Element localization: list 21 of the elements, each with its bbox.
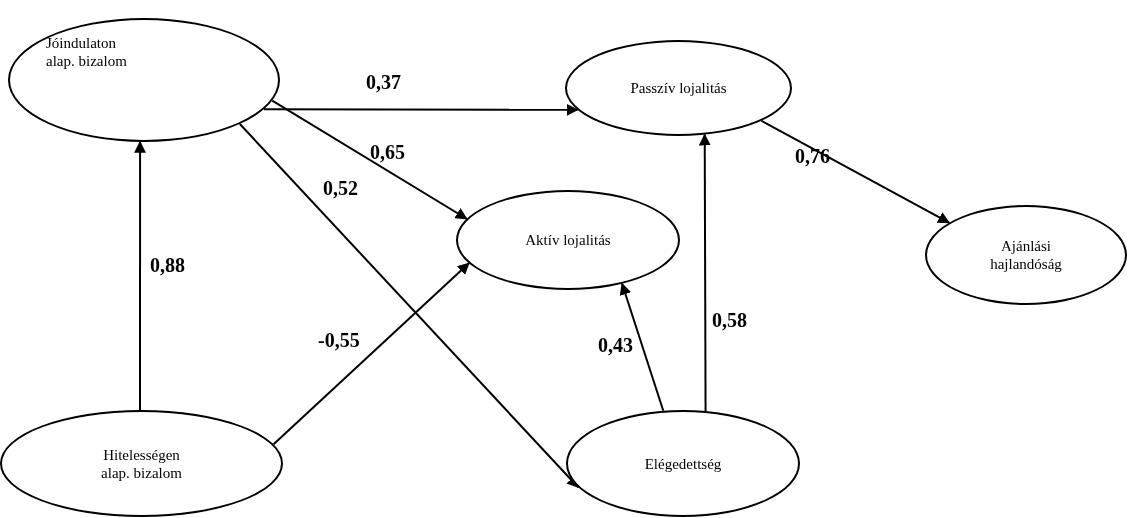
- arrow: [263, 103, 579, 116]
- node-label: Aktív lojalitás: [525, 231, 611, 249]
- edge-label: 0,43: [598, 335, 633, 355]
- arrow: [134, 140, 147, 411]
- edge-label: 0,65: [370, 142, 405, 162]
- node-label: Passzív lojalitás: [630, 79, 727, 97]
- edge-label: 0,52: [323, 178, 358, 198]
- arrow: [272, 262, 470, 446]
- node-label: Jóindulaton alap. bizalom: [46, 34, 128, 70]
- arrow: [619, 282, 665, 412]
- arrow: [760, 119, 951, 224]
- arrow: [238, 123, 580, 489]
- edge-label: -0,55: [318, 330, 360, 350]
- node-label: Elégedettség: [644, 454, 722, 473]
- edge-label: 0,88: [150, 255, 185, 275]
- edge-label: 0,58: [712, 310, 747, 330]
- arrow: [698, 133, 711, 412]
- node-label: Hitelességen alap. bizalom: [100, 445, 183, 482]
- edge-label: 0,37: [366, 72, 401, 92]
- arrow: [271, 99, 468, 220]
- node-label: Ajánlási hajlandóság: [989, 237, 1063, 273]
